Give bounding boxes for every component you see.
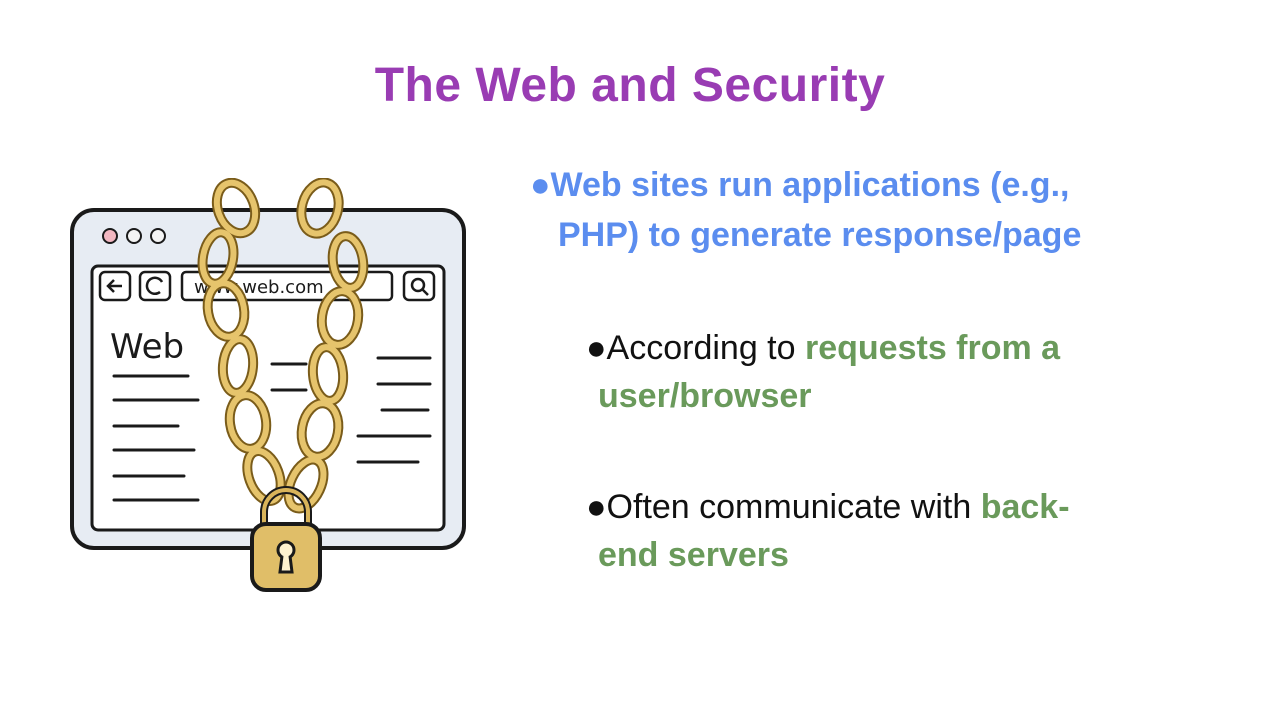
sub-bullet-text: Often communicate with <box>606 488 981 526</box>
sub-bullet-backend: ●Often communicate with back- end server… <box>586 483 1226 579</box>
main-bullet-line2: PHP) to generate response/page <box>558 216 1082 254</box>
highlight-text-continued: user/browser <box>598 377 812 415</box>
sub-bullet-text: According to <box>606 329 805 367</box>
bullet-marker: ● <box>530 166 551 204</box>
slide-title: The Web and Security <box>374 59 886 112</box>
sub-bullet-requests: ●According to requests from a user/brows… <box>586 324 1226 420</box>
bullet-marker: ● <box>586 329 607 367</box>
page-heading-text: Web <box>110 327 184 367</box>
highlight-text: requests from a <box>805 329 1061 367</box>
highlight-text: back- <box>980 488 1070 526</box>
chain-graphic <box>197 177 369 514</box>
highlight-text-continued: end servers <box>598 536 789 574</box>
chained-browser-lock-icon: www.web.com Web <box>58 177 478 598</box>
main-bullet: ●Web sites run applications (e.g., PHP) … <box>530 160 1230 260</box>
bullet-marker: ● <box>586 488 607 526</box>
padlock-graphic <box>250 486 322 592</box>
main-bullet-line1: Web sites run applications (e.g., <box>550 166 1070 204</box>
